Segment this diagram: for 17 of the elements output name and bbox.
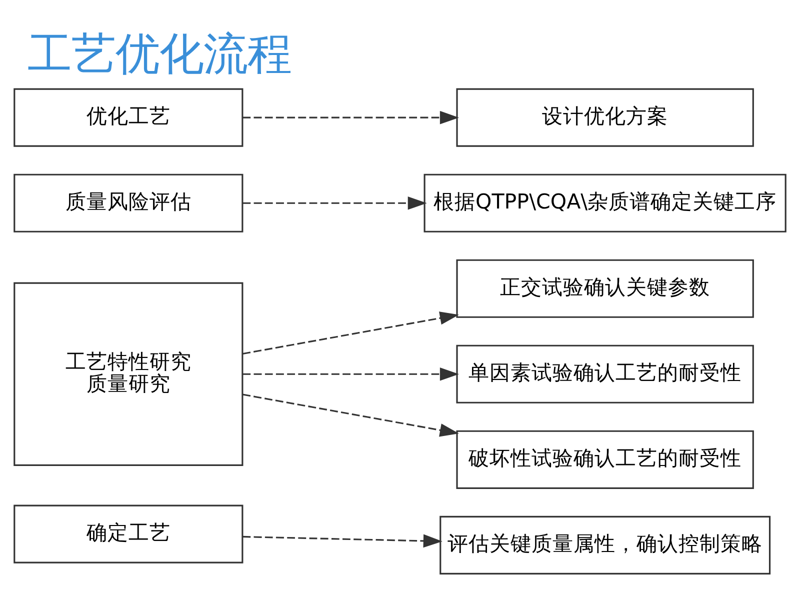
arrow [242, 311, 459, 354]
arrow [242, 366, 459, 380]
node-box: 质量风险评估 [14, 173, 244, 232]
node-box: 破坏性试验确认工艺的耐受性 [456, 430, 754, 488]
arrow [242, 196, 427, 210]
arrow [242, 534, 442, 548]
node-box: 单因素试验确认工艺的耐受性 [456, 344, 754, 403]
node-box: 优化工艺 [14, 88, 244, 146]
arrow [242, 110, 459, 124]
node-box: 根据QTPP\CQA\杂质谱确定关键工序 [424, 173, 786, 232]
node-box: 确定工艺 [14, 504, 244, 563]
node-box: 评估关键质量属性，确认控制策略 [440, 515, 771, 574]
arrow [242, 393, 459, 436]
node-box: 设计优化方案 [456, 88, 754, 146]
diagram-title: 工艺优化流程 [27, 28, 292, 80]
node-box: 工艺特性研究 质量研究 [14, 282, 244, 466]
node-box: 正交试验确认关键参数 [456, 258, 754, 318]
